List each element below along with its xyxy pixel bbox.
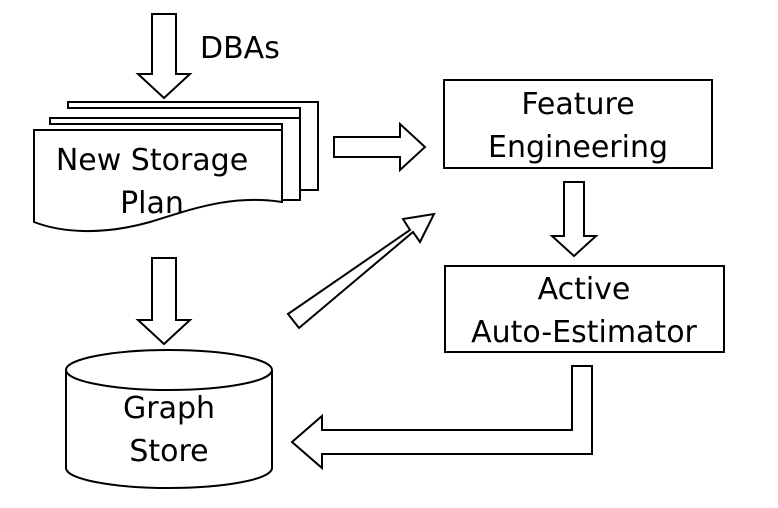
graph-store-label-line2: Store — [129, 434, 208, 469]
feature-engineering-node: Feature Engineering — [443, 79, 713, 169]
active-auto-estimator-box — [444, 265, 725, 353]
graph-store-cylinder-top — [65, 349, 273, 391]
plan-label-line1: New Storage — [56, 143, 248, 178]
graph-store-label-line1: Graph — [123, 391, 215, 426]
arrow-graphstore-to-feature — [286, 212, 436, 330]
active-auto-estimator-node: Active Auto-Estimator — [444, 265, 725, 353]
graph-store-node: Graph Store — [65, 349, 273, 489]
graph-store-cylinder-body — [65, 370, 273, 489]
arrow-plan-to-feature — [333, 121, 427, 173]
plan-doc-front — [33, 129, 283, 233]
arrow-plan-to-graphstore — [135, 257, 193, 346]
feature-label-line1: Feature — [521, 87, 634, 122]
dbas-label: DBAs — [200, 31, 280, 66]
feature-label-line2: Engineering — [488, 130, 668, 165]
plan-label-line2: Plan — [120, 186, 184, 221]
new-storage-plan-node: New Storage Plan — [33, 101, 319, 233]
feature-engineering-box — [443, 79, 713, 169]
arrow-estimator-to-graphstore — [290, 365, 593, 471]
arrow-feature-to-estimator — [549, 181, 599, 258]
estimator-label-line1: Active — [538, 272, 631, 307]
estimator-label-line2: Auto-Estimator — [471, 315, 697, 350]
arrow-dbas-to-plan — [135, 13, 193, 100]
